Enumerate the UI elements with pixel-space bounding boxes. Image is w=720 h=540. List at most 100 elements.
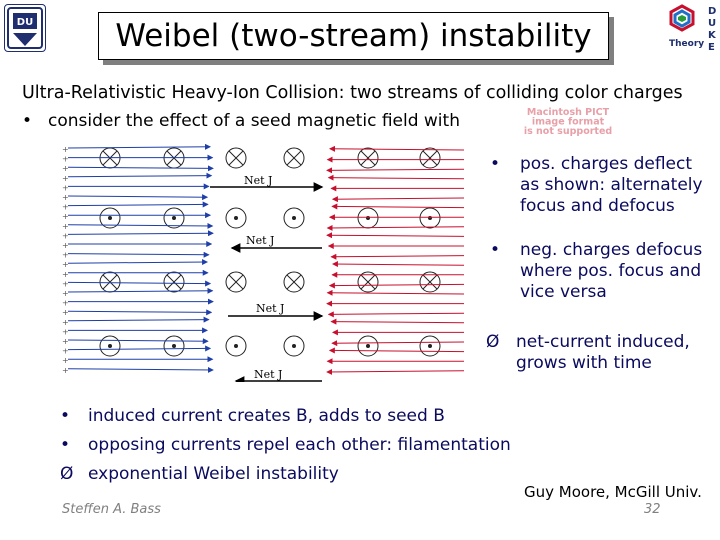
red-stream-arrow <box>328 293 464 294</box>
dot-center <box>292 344 296 348</box>
dot-center <box>428 216 432 220</box>
plus-sign: + <box>62 299 69 308</box>
red-stream-arrow <box>333 198 464 199</box>
blue-stream-arrow <box>68 254 209 255</box>
bullet-text: exponential Weibel instability <box>88 460 339 489</box>
blue-stream-arrow <box>68 348 210 349</box>
bullet-marker: • <box>60 402 88 431</box>
plus-sign: + <box>62 270 69 279</box>
dot-center <box>292 216 296 220</box>
plus-sign: + <box>62 327 69 336</box>
plus-sign: + <box>62 260 69 269</box>
bullet-line: neg. charges defocus <box>520 240 702 261</box>
bullet-marker: • <box>60 431 88 460</box>
plus-sign: + <box>62 212 69 221</box>
red-stream-arrow <box>327 235 464 236</box>
bullet-line: where pos. focus and <box>520 261 702 282</box>
bullet-line: grows with time <box>516 353 690 374</box>
red-stream-arrow <box>332 342 464 343</box>
dot-center <box>366 216 370 220</box>
plus-sign: + <box>62 155 69 164</box>
blue-stream-arrow <box>68 311 211 312</box>
duke-theory-logo: Theory D U K E <box>662 2 718 54</box>
blue-stream-arrow <box>68 291 212 292</box>
plus-sign: + <box>62 174 69 183</box>
intro-line: Ultra-Relativistic Heavy-Ion Collision: … <box>22 83 683 103</box>
bullet-line: vice versa <box>520 282 702 303</box>
plus-sign: + <box>62 308 69 317</box>
plus-sign: + <box>62 193 69 202</box>
dot-center <box>172 344 176 348</box>
blue-stream-arrow <box>68 320 209 321</box>
red-stream-arrow <box>329 313 464 314</box>
intro-bullet-text: consider the effect of a seed magnetic f… <box>48 111 460 131</box>
red-stream-arrow <box>331 322 464 323</box>
blue-stream-arrow <box>68 204 208 205</box>
net-current-label: Net J <box>246 234 274 247</box>
right-bullet-3: Ø net-current induced,grows with time <box>486 332 716 374</box>
plus-sign: + <box>62 279 69 288</box>
intro-bullet-line: •consider the effect of a seed magnetic … <box>22 111 460 131</box>
blue-stream-arrow <box>68 340 208 341</box>
plus-sign: + <box>62 337 69 346</box>
bullet-line: focus and defocus <box>520 196 703 217</box>
weibel-filament-diagram: ++++++++++++++++++++++++ Net J Net J Net… <box>60 140 472 382</box>
duke-letter-e: E <box>708 42 715 53</box>
duke-letter-d: D <box>708 6 716 17</box>
dot-center <box>108 216 112 220</box>
red-stream-arrow <box>327 371 464 372</box>
bottom-bullet-list: •induced current creates B, adds to seed… <box>60 402 511 489</box>
blue-stream-arrow <box>68 176 211 177</box>
plus-sign: + <box>62 347 69 356</box>
red-stream-arrow <box>328 227 464 228</box>
arrow-bullet-marker: Ø <box>486 332 516 374</box>
plus-sign: + <box>62 231 69 240</box>
red-stream-arrow <box>330 350 464 351</box>
missing-image-placeholder: Macintosh PICT image format is not suppo… <box>478 106 658 136</box>
dot-center <box>234 344 238 348</box>
dot-center <box>172 216 176 220</box>
bullet-line: as shown: alternately <box>520 175 703 196</box>
blue-stream-arrow <box>68 196 207 197</box>
bullet-marker: • <box>490 154 520 217</box>
university-seal-logo: DU <box>4 4 46 52</box>
red-stream-arrow <box>331 256 464 257</box>
bottom-bullet: •induced current creates B, adds to seed… <box>60 402 511 431</box>
plus-sign: + <box>62 318 69 327</box>
arrow-bullet-marker: Ø <box>60 460 88 489</box>
plus-sign: + <box>62 241 69 250</box>
duke-letter-u: U <box>708 18 716 29</box>
blue-stream-arrow <box>68 369 213 370</box>
red-stream-arrow <box>329 178 464 179</box>
bottom-bullet: •opposing currents repel each other: fil… <box>60 431 511 460</box>
bullet-line: pos. charges deflect <box>520 154 703 175</box>
dot-center <box>366 344 370 348</box>
page-title: Weibel (two-stream) instability <box>98 12 609 60</box>
plus-sign: + <box>62 366 69 375</box>
blue-stream-arrow <box>68 225 212 226</box>
net-current-label: Net J <box>254 368 282 381</box>
plus-sign: + <box>62 164 69 173</box>
dot-center <box>428 344 432 348</box>
blue-stream-arrow <box>68 262 207 263</box>
bullet-line: net-current induced, <box>516 332 690 353</box>
bullet-marker: • <box>22 111 48 131</box>
plus-sign: + <box>62 251 69 260</box>
blue-stream-arrow <box>68 147 210 148</box>
dot-center <box>234 216 238 220</box>
bullet-text: induced current creates B, adds to seed … <box>88 402 445 431</box>
page-number: 32 <box>644 502 661 517</box>
duke-letter-k: K <box>708 30 717 41</box>
blue-stream-arrow <box>68 282 210 283</box>
seal-letters: DU <box>17 17 33 28</box>
plus-sign: + <box>62 183 69 192</box>
red-stream-arrow <box>330 149 464 150</box>
figure-credit: Guy Moore, McGill Univ. <box>524 483 702 501</box>
bullet-text: opposing currents repel each other: fila… <box>88 431 511 460</box>
plus-sign: + <box>62 356 69 365</box>
red-stream-arrow <box>333 264 464 265</box>
theory-label: Theory <box>669 39 704 49</box>
blue-stream-arrow <box>68 233 213 234</box>
